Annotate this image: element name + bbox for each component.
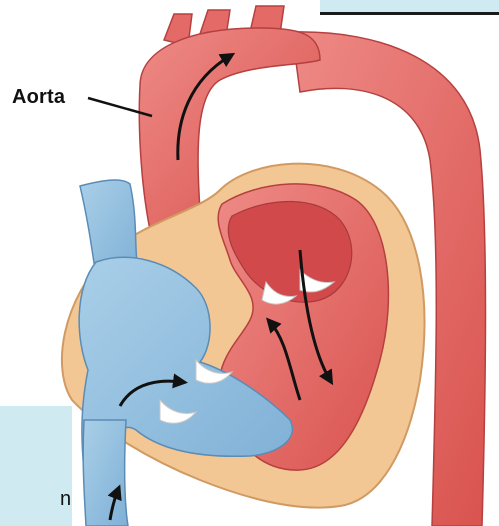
inferior-vena-cava <box>83 420 128 526</box>
caption-box-top <box>320 0 499 15</box>
aorta-label: Aorta <box>12 86 65 109</box>
partial-box-text: n <box>60 488 71 511</box>
